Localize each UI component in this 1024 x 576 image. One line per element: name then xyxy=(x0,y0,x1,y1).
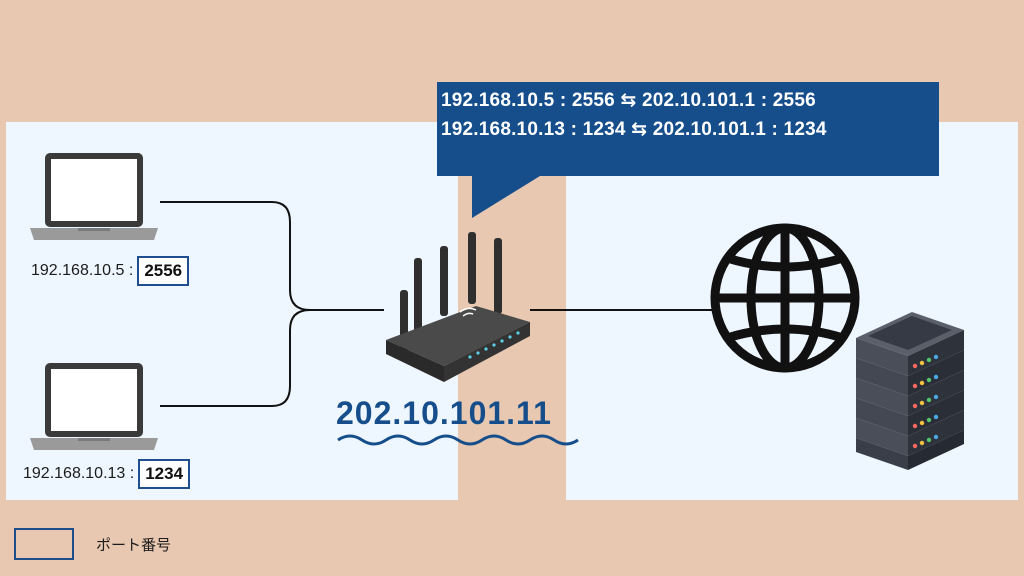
nat-row-2: 192.168.10.13 : 1234 ⇆ 202.10.101.1 : 12… xyxy=(441,119,827,140)
link-pc1-router xyxy=(160,201,384,311)
legend-label: ポート番号 xyxy=(96,536,172,554)
pc1-ip: 192.168.10.5 : xyxy=(31,262,134,279)
pc2-port-box: 1234 xyxy=(138,459,191,489)
pc2-address: 192.168.10.13 : 1234 xyxy=(23,459,191,489)
router-icon xyxy=(386,232,530,382)
pc1-address: 192.168.10.5 : 2556 xyxy=(31,256,190,286)
router-global-ip: 202.10.101.11 xyxy=(336,395,552,431)
pc2-ip: 192.168.10.13 : xyxy=(23,465,135,482)
legend-port-swatch xyxy=(14,528,74,560)
server-rack-icon xyxy=(856,312,964,470)
link-pc2-router xyxy=(160,309,311,407)
pc1-port-box: 2556 xyxy=(137,256,190,286)
nat-table-callout: 192.168.10.5 : 2556 ⇆ 202.10.101.1 : 255… xyxy=(437,82,939,176)
connection-lines xyxy=(160,201,712,407)
callout-pointer xyxy=(472,176,540,218)
laptop-icon xyxy=(30,153,158,240)
globe-icon xyxy=(710,223,860,373)
legend: ポート番号 xyxy=(14,528,171,560)
nat-row-1: 192.168.10.5 : 2556 ⇆ 202.10.101.1 : 255… xyxy=(441,90,816,111)
wavy-underline xyxy=(337,434,579,446)
laptop-icon xyxy=(30,363,158,450)
